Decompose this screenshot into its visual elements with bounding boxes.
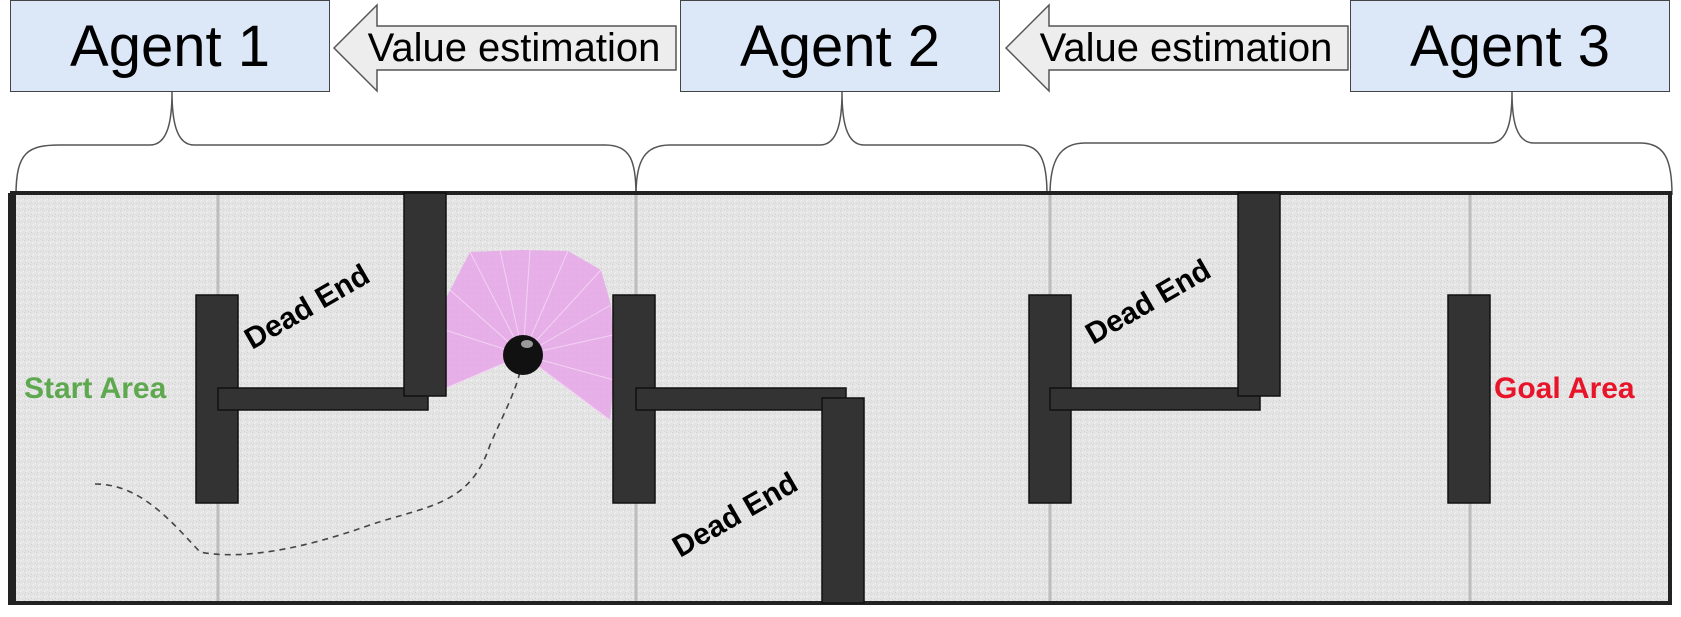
goal-area-label: Goal Area	[1494, 372, 1635, 405]
robot-agent	[503, 335, 543, 375]
maze-walls	[195, 192, 1491, 604]
agent-2-box: Agent 2	[680, 0, 1000, 92]
start-area-label: Start Area	[24, 372, 167, 405]
robot-highlight	[521, 340, 533, 348]
value-estimation-arrow-2: Value estimation	[1004, 2, 1350, 94]
wall	[1049, 387, 1261, 411]
left-arrow-icon	[332, 3, 677, 93]
left-edge-wall	[8, 193, 16, 605]
robot-trajectory	[94, 354, 524, 556]
wall	[403, 192, 447, 397]
wall	[635, 387, 847, 411]
value-estimation-label-1: Value estimation	[367, 25, 661, 70]
agent-3-brace	[1049, 91, 1673, 196]
sensor-fan	[445, 250, 614, 420]
agent-1-brace	[15, 91, 637, 196]
wall	[217, 387, 429, 411]
wall	[1237, 192, 1281, 397]
value-estimation-label-2: Value estimation	[1039, 25, 1333, 70]
agent-3-box: Agent 3	[1350, 0, 1670, 92]
agent-1-box: Agent 1	[10, 0, 330, 92]
wall	[821, 397, 865, 604]
agent-2-label: Agent 2	[740, 13, 940, 79]
wall	[1447, 294, 1491, 504]
agent-1-label: Agent 1	[70, 13, 270, 79]
agent-2-brace	[635, 91, 1048, 196]
agent-3-label: Agent 3	[1410, 13, 1610, 79]
left-arrow-icon	[1004, 3, 1349, 93]
value-estimation-arrow-1: Value estimation	[332, 2, 678, 94]
